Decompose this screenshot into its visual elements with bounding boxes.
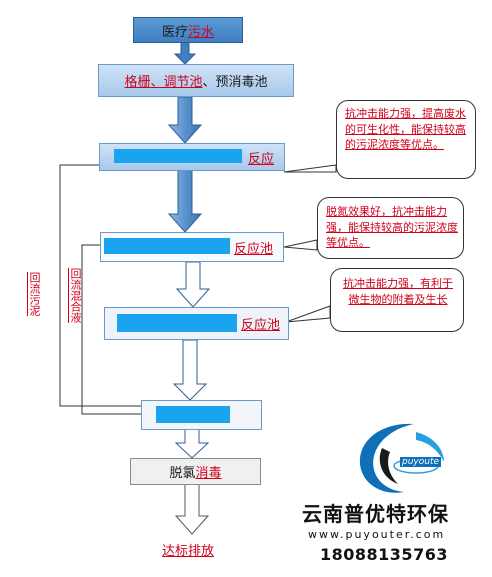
callout-1-text: 抗冲击能力强，提高废水的可生化性，能保持较高的污泥浓度等优点。 [345,107,466,151]
arrow-down-6 [174,428,210,459]
brand-url: www.puyouter.com [308,528,446,541]
step-screen-red: 格栅、调节池 [124,75,203,90]
step-screen-equalization: 格栅、调节池、预消毒池 [98,64,294,97]
arrow-down-7 [174,483,210,535]
step-dechlorination: 脱氯消毒 [130,458,261,485]
arrow-down-5 [172,339,208,401]
step-reactor-2-label: 反应池 [233,241,273,257]
redaction-mask [117,314,237,332]
arrow-down-4 [175,261,211,308]
callout-2-pointer [283,239,318,251]
return-sludge-line [59,164,141,407]
step-raw-sewage-black: 医疗 [161,24,188,40]
callout-3-text: 抗冲击能力强，有利于微生物的附着及生长 [343,277,453,306]
step-dechlorination-red: 消毒 [195,466,222,481]
redaction-mask [114,149,242,163]
return-liquor-line [81,244,141,415]
arrow-down-2 [167,96,203,144]
callout-2-text: 脱氮效果好，抗冲击能力强，能保持较高的污泥浓度等优点。 [326,205,458,249]
brand-phone: 18088135763 [320,545,448,564]
arrow-down-1 [173,41,197,65]
step-raw-sewage-red: 污水 [188,24,215,40]
callout-box-3 [330,268,464,332]
callout-box-1 [336,100,476,179]
step-reactor-1-label: 反应 [247,151,274,167]
return-sludge-label: 回流污泥 [28,272,41,316]
step-reactor-3-label: 反应池 [240,318,280,333]
redaction-mask [156,406,230,423]
step-dechlorination-black: 脱氯 [169,466,196,481]
brand-logo-text: puyoute [400,457,442,467]
step-screen-black: 、预消毒池 [202,75,268,90]
redaction-mask [104,238,230,254]
callout-3-pointer [285,305,331,323]
step-raw-sewage: 医疗污水 [133,17,243,43]
arrow-down-3 [167,169,203,233]
brand-name: 云南普优特环保 [302,502,449,526]
callout-1-pointer [283,164,337,173]
return-liquor-label: 回流混合液 [69,268,82,323]
outlet-label: 达标排放 [162,544,215,559]
callout-box-2 [317,197,464,259]
